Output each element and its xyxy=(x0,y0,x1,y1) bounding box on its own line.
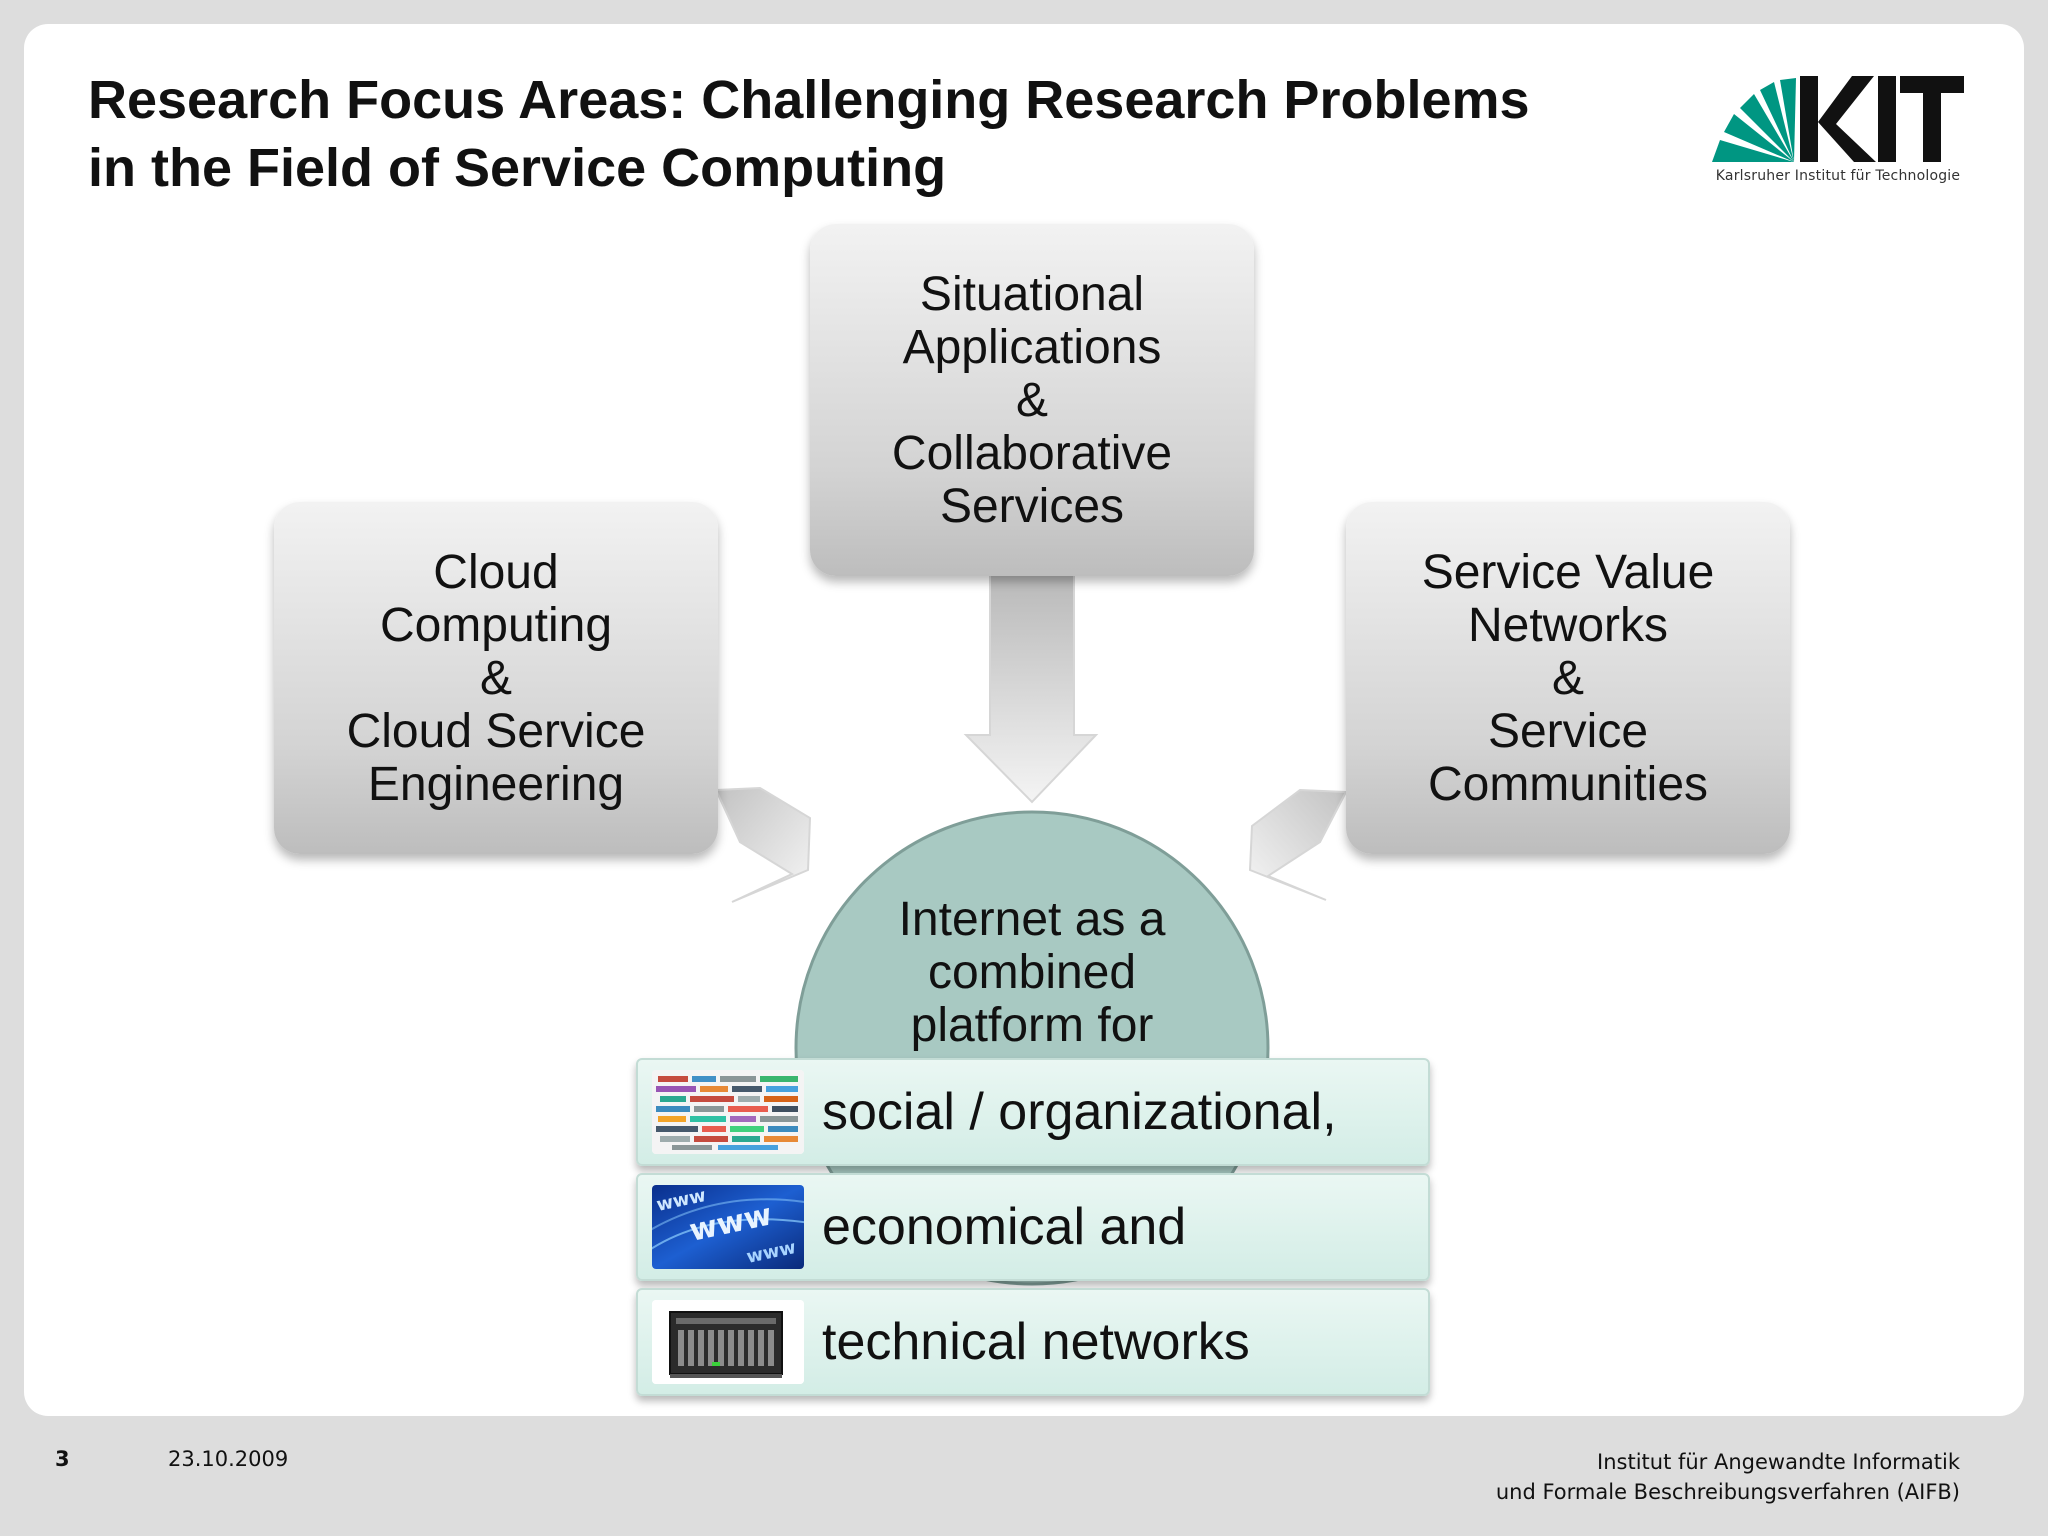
title-line-1: Research Focus Areas: Challenging Resear… xyxy=(88,70,1530,130)
arrow-left-to-center xyxy=(714,786,812,903)
footer-institute-line-1: Institut für Angewandte Informatik xyxy=(1597,1450,1960,1474)
footer-institute-line-2: und Formale Beschreibungsverfahren (AIFB… xyxy=(1495,1480,1960,1504)
arrow-right-to-center xyxy=(1248,788,1348,901)
center-line-1: Internet as a xyxy=(898,893,1166,946)
internet-platform-circle xyxy=(794,810,1270,1286)
box-top-line-1: Situational xyxy=(919,267,1145,321)
www-globe-icon: www www www xyxy=(652,1185,804,1269)
box-left-line-2: Computing xyxy=(379,598,613,652)
row-social-organizational: social / organizational, xyxy=(636,1058,1430,1166)
box-right-line-3: & xyxy=(1551,651,1584,705)
box-left-line-4: Cloud Service xyxy=(346,704,646,758)
social-logos-collage-icon xyxy=(652,1070,804,1154)
server-rack-icon xyxy=(652,1300,804,1384)
box-top-line-3: & xyxy=(1015,373,1048,427)
row-label-economical: economical and xyxy=(822,1198,1187,1256)
footer-institute: Institut für Angewandte Informatik und F… xyxy=(1496,1447,1960,1507)
kit-logo xyxy=(1712,76,1964,162)
logo-subtitle: Karlsruher Institut für Technologie xyxy=(1715,168,1961,184)
kit-letters-icon xyxy=(1800,76,1964,162)
box-right-line-4: Service xyxy=(1487,704,1649,758)
box-service-value-networks: Service Value Networks & Service Communi… xyxy=(1346,502,1790,854)
row-economical: www www www economical and xyxy=(636,1173,1430,1281)
box-left-line-1: Cloud xyxy=(433,545,559,599)
row-label-technical: technical networks xyxy=(822,1313,1250,1371)
box-left-line-3: & xyxy=(479,651,512,705)
page-number: 3 xyxy=(55,1447,70,1471)
box-top-line-4: Collaborative xyxy=(891,426,1173,480)
box-top-line-2: Applications xyxy=(902,320,1162,374)
box-right-line-5: Communities xyxy=(1427,757,1709,811)
title-line-2: in the Field of Service Computing xyxy=(88,138,947,198)
box-right-line-2: Networks xyxy=(1467,598,1669,652)
slide-title: Research Focus Areas: Challenging Resear… xyxy=(88,66,1648,202)
kit-fan-icon xyxy=(1712,78,1796,162)
center-label: Internet as a combined platform for xyxy=(840,893,1224,1052)
center-line-3: platform for xyxy=(910,999,1154,1052)
box-right-line-1: Service Value xyxy=(1421,545,1715,599)
center-line-2: combined xyxy=(927,946,1137,999)
box-cloud-computing: Cloud Computing & Cloud Service Engineer… xyxy=(274,502,718,854)
footer-date: 23.10.2009 xyxy=(168,1447,289,1471)
row-label-social: social / organizational, xyxy=(822,1083,1337,1141)
box-situational-applications: Situational Applications & Collaborative… xyxy=(810,224,1254,576)
box-top-line-5: Services xyxy=(939,479,1125,533)
row-technical-networks: technical networks xyxy=(636,1288,1430,1396)
arrow-top-to-center xyxy=(963,574,1099,804)
box-left-line-5: Engineering xyxy=(367,757,625,811)
